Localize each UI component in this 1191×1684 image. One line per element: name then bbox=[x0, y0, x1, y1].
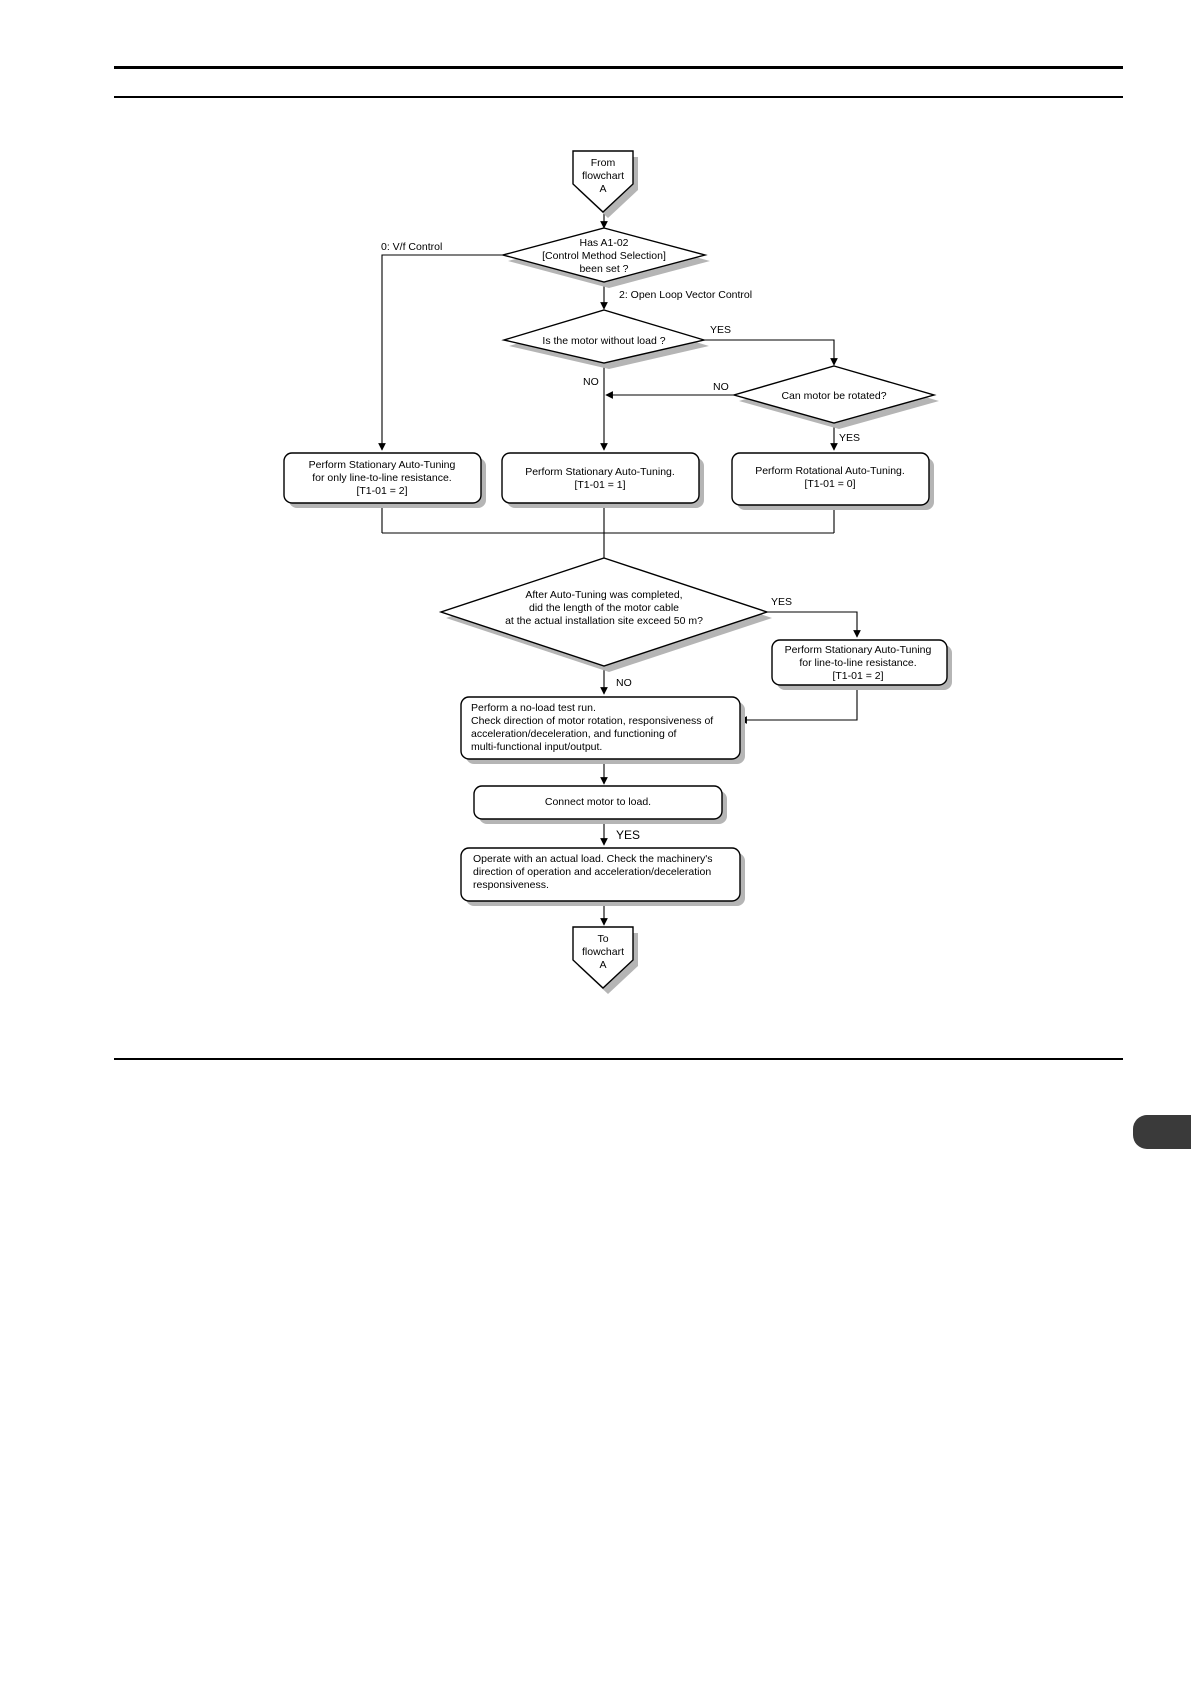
label-yes-without-load: YES bbox=[710, 324, 731, 336]
section-tab bbox=[1133, 1115, 1191, 1149]
box-operate-line-2: direction of operation and acceleration/… bbox=[473, 866, 711, 878]
box-rotational-line-2: [T1-01 = 0] bbox=[804, 478, 855, 490]
box-no-load-test-line-1: Perform a no-load test run. bbox=[471, 702, 596, 714]
start-terminal-line-2: flowchart bbox=[582, 170, 624, 182]
label-no-without-load: NO bbox=[583, 376, 599, 388]
decision-cable-line-3: at the actual installation site exceed 5… bbox=[505, 615, 703, 627]
footer-rule bbox=[114, 1058, 1123, 1060]
label-yes-connect: YES bbox=[616, 828, 640, 842]
start-terminal-line-1: From bbox=[591, 157, 616, 169]
box-no-load-test-line-3: acceleration/deceleration, and functioni… bbox=[471, 728, 677, 740]
box-no-load-test-line-4: multi-functional input/output. bbox=[471, 741, 602, 753]
decision-without-load-text: Is the motor without load ? bbox=[542, 335, 665, 347]
end-terminal-line-1: To bbox=[597, 933, 608, 945]
decision-control-method-line-3: been set ? bbox=[579, 263, 628, 275]
box-stationary-line-only-line-2: for only line-to-line resistance. bbox=[312, 472, 451, 484]
box-stationary-line: Perform Stationary Auto-Tuning for line-… bbox=[771, 639, 952, 690]
label-no-cable: NO bbox=[616, 677, 632, 689]
header-rule-thin bbox=[114, 96, 1123, 98]
end-terminal: To flowchart A bbox=[572, 926, 638, 994]
box-connect: Connect motor to load. bbox=[473, 785, 727, 824]
label-yes-cable: YES bbox=[771, 596, 792, 608]
box-stationary-line-only-line-1: Perform Stationary Auto-Tuning bbox=[309, 459, 456, 471]
box-stationary-line-line-1: Perform Stationary Auto-Tuning bbox=[785, 644, 932, 656]
start-terminal: From flowchart A bbox=[572, 150, 638, 218]
start-terminal-line-3: A bbox=[599, 183, 606, 195]
box-stationary-line-line-2: for line-to-line resistance. bbox=[799, 657, 916, 669]
decision-without-load: Is the motor without load ? bbox=[501, 309, 709, 369]
box-stationary-line-line-3: [T1-01 = 2] bbox=[832, 670, 883, 682]
decision-control-method-line-1: Has A1-02 bbox=[579, 237, 628, 249]
box-connect-text: Connect motor to load. bbox=[545, 796, 651, 808]
decision-control-method-line-2: [Control Method Selection] bbox=[542, 250, 666, 262]
box-stationary: Perform Stationary Auto-Tuning. [T1-01 =… bbox=[501, 452, 704, 508]
header-rule-thick bbox=[114, 66, 1123, 69]
box-operate: Operate with an actual load. Check the m… bbox=[460, 847, 745, 906]
label-olv-control: 2: Open Loop Vector Control bbox=[619, 289, 752, 301]
label-no-can-rotate: NO bbox=[713, 381, 729, 393]
end-terminal-line-2: flowchart bbox=[582, 946, 624, 958]
box-stationary-line-only: Perform Stationary Auto-Tuning for only … bbox=[283, 452, 486, 508]
decision-cable-line-2: did the length of the motor cable bbox=[529, 602, 679, 614]
decision-control-method: Has A1-02 [Control Method Selection] bee… bbox=[500, 227, 710, 288]
box-stationary-line-only-line-3: [T1-01 = 2] bbox=[356, 485, 407, 497]
decision-can-rotate: Can motor be rotated? bbox=[731, 365, 939, 429]
box-no-load-test: Perform a no-load test run. Check direct… bbox=[460, 696, 745, 764]
decision-can-rotate-text: Can motor be rotated? bbox=[781, 390, 886, 402]
box-operate-line-3: responsiveness. bbox=[473, 879, 549, 891]
box-rotational-line-1: Perform Rotational Auto-Tuning. bbox=[755, 465, 905, 477]
decision-cable: After Auto-Tuning was completed, did the… bbox=[438, 557, 772, 672]
end-terminal-line-3: A bbox=[599, 959, 606, 971]
box-no-load-test-line-2: Check direction of motor rotation, respo… bbox=[471, 715, 713, 727]
box-stationary-line-1: Perform Stationary Auto-Tuning. bbox=[525, 466, 675, 478]
box-stationary-line-2: [T1-01 = 1] bbox=[574, 479, 625, 491]
label-yes-can-rotate: YES bbox=[839, 432, 860, 444]
decision-cable-line-1: After Auto-Tuning was completed, bbox=[525, 589, 682, 601]
box-rotational: Perform Rotational Auto-Tuning. [T1-01 =… bbox=[731, 452, 934, 510]
box-operate-line-1: Operate with an actual load. Check the m… bbox=[473, 853, 713, 865]
label-vf-control: 0: V/f Control bbox=[381, 241, 442, 253]
